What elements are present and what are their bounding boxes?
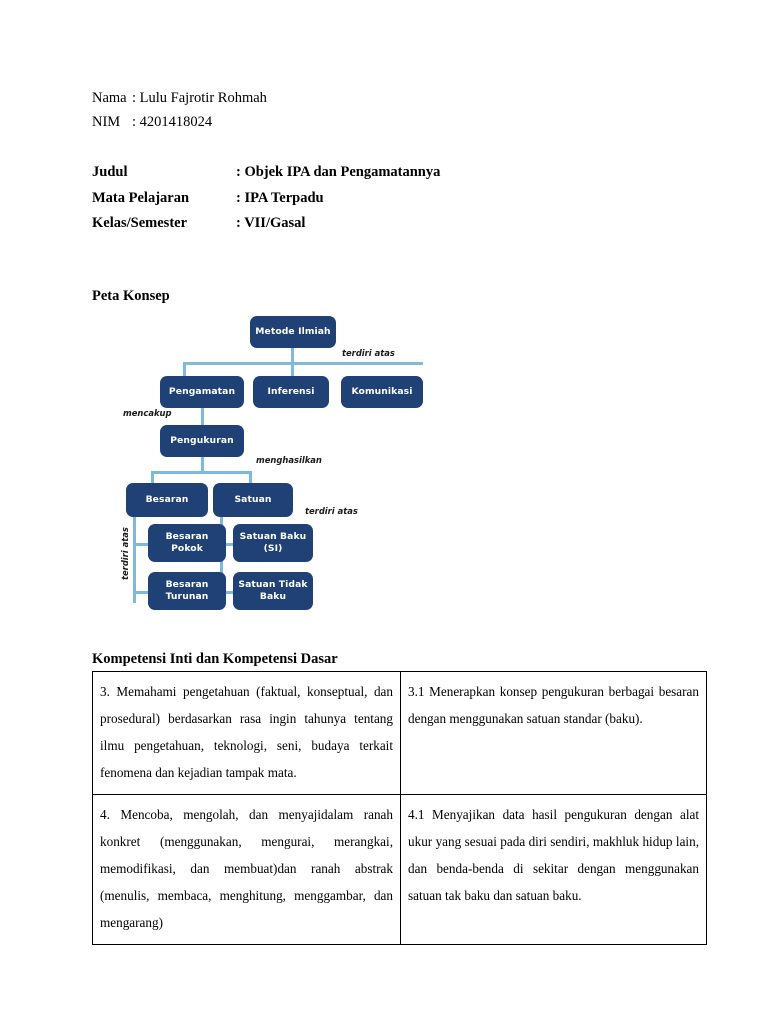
label-mencakup: mencakup — [123, 408, 172, 418]
table-cell-kd-4-1: 4.1 Menyajikan data hasil pengukuran den… — [400, 794, 707, 945]
node-besaran-pokok: Besaran Pokok — [148, 524, 226, 562]
identity-value-nim: : 4201418024 — [132, 114, 213, 130]
connector-bus-level3 — [151, 471, 251, 474]
concept-map-diagram: Metode Ilmiah terdiri atas Pengamatan In… — [110, 316, 530, 616]
meta-row-mata-pelajaran: Mata Pelajaran : IPA Terpadu — [92, 186, 440, 212]
meta-label-mata-pelajaran: Mata Pelajaran — [92, 189, 190, 206]
node-satuan-baku-si: Satuan Baku (SI) — [233, 524, 313, 562]
table-cell-ki-4: 4. Mencoba, mengolah, dan menyajidalam r… — [92, 794, 401, 945]
connector-bus-to-inferensi — [291, 362, 294, 376]
connector-besaran-trunk — [133, 517, 136, 603]
label-terdiri-atas-top: terdiri atas — [342, 348, 395, 358]
meta-label-kelas-semester: Kelas/Semester — [92, 215, 188, 231]
identity-row-nama: Nama : Lulu Fajrotir Rohmah — [92, 86, 267, 110]
connector-besaran-to-turunan — [133, 591, 151, 594]
connector-pengukuran-to-bus — [201, 457, 204, 473]
meta-row-kelas-semester: Kelas/Semester : VII/Gasal — [92, 211, 440, 237]
node-pengamatan: Pengamatan — [160, 376, 244, 408]
table-row: 3. Memahami pengetahuan (faktual, konsep… — [92, 671, 707, 795]
connector-bus-to-pengamatan — [183, 362, 186, 376]
node-besaran-turunan: Besaran Turunan — [148, 572, 226, 610]
node-besaran: Besaran — [126, 483, 208, 517]
label-menghasilkan: menghasilkan — [256, 455, 322, 465]
node-metode-ilmiah: Metode Ilmiah — [250, 316, 336, 348]
label-terdiri-atas-right: terdiri atas — [305, 506, 358, 516]
page-title-ki-kd: Kompetensi Inti dan Kompetensi Dasar — [92, 651, 338, 667]
identity-row-nim: NIM : 4201418024 — [92, 110, 267, 134]
connector-satuan-to-tidak-baku — [220, 591, 235, 594]
identity-label-nim: NIM — [92, 114, 121, 130]
node-pengukuran: Pengukuran — [160, 425, 244, 457]
connector-satuan-to-baku — [220, 543, 235, 546]
meta-row-judul: Judul : Objek IPA dan Pengamatannya — [92, 160, 440, 186]
node-satuan-tidak-baku: Satuan Tidak Baku — [233, 572, 313, 610]
table-cell-kd-3-1: 3.1 Menerapkan konsep pengukuran berbaga… — [400, 671, 707, 795]
table-row: 4. Mencoba, mengolah, dan menyajidalam r… — [92, 794, 707, 945]
identity-label-nama: Nama — [92, 90, 127, 106]
connector-pengamatan-to-pengukuran — [201, 408, 204, 425]
meta-value-kelas-semester: : VII/Gasal — [236, 215, 306, 231]
node-inferensi: Inferensi — [253, 376, 329, 408]
connector-metode-to-bus — [291, 348, 294, 364]
node-komunikasi: Komunikasi — [341, 376, 423, 408]
node-satuan: Satuan — [213, 483, 293, 517]
meta-value-judul: : Objek IPA dan Pengamatannya — [236, 164, 441, 180]
connector-bus-to-satuan — [249, 471, 252, 483]
ki-kd-table: 3. Memahami pengetahuan (faktual, konsep… — [92, 671, 707, 945]
meta-value-mata-pelajaran: : IPA Terpadu — [236, 189, 324, 206]
label-terdiri-atas-left: terdiri atas — [120, 527, 130, 580]
meta-block: Judul : Objek IPA dan Pengamatannya Mata … — [92, 160, 440, 237]
table-cell-ki-3: 3. Memahami pengetahuan (faktual, konsep… — [92, 671, 401, 795]
identity-value-nama: : Lulu Fajrotir Rohmah — [132, 90, 267, 106]
connector-bus-level1 — [183, 362, 423, 365]
page-title-peta-konsep: Peta Konsep — [92, 288, 170, 304]
meta-label-judul: Judul — [92, 164, 128, 180]
connector-besaran-to-pokok — [133, 543, 151, 546]
connector-bus-to-besaran — [151, 471, 154, 483]
identity-block: Nama : Lulu Fajrotir Rohmah NIM : 42014180… — [92, 86, 267, 134]
